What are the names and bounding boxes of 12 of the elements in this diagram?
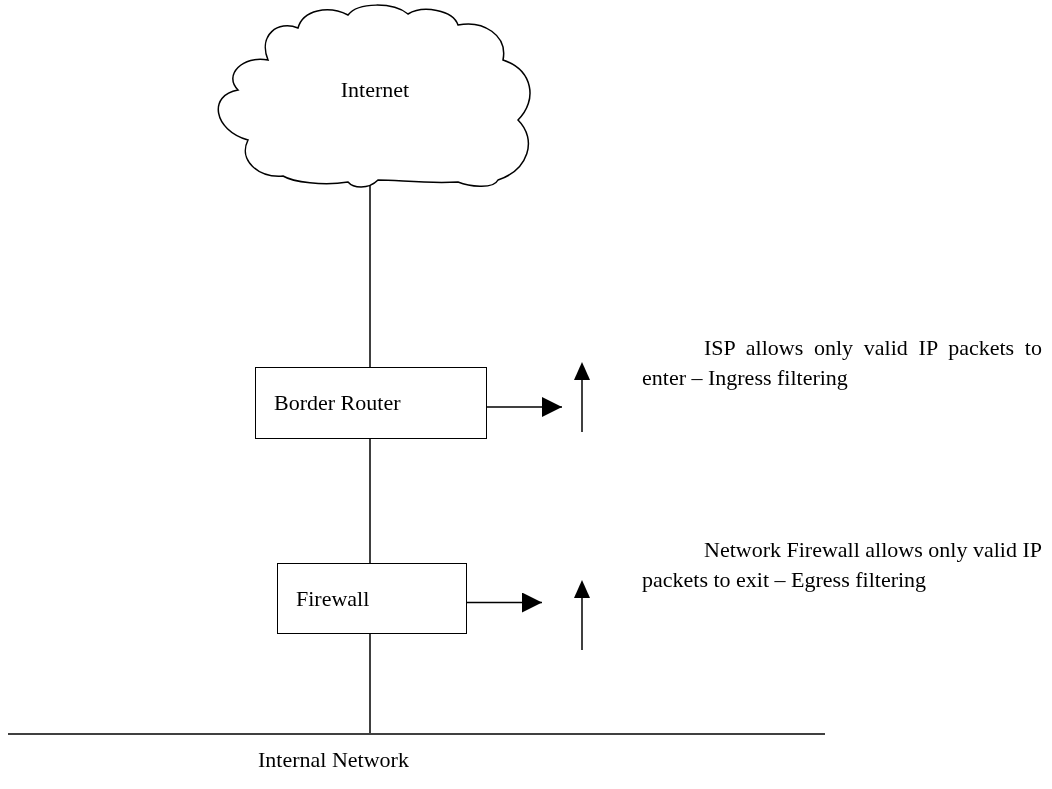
box-label: Firewall xyxy=(296,585,370,613)
cloud-label: Internet xyxy=(339,76,411,104)
device-box xyxy=(255,367,487,439)
filter-note: ISP allows only valid IP packets to enter – Ingress filtering xyxy=(642,334,1042,392)
arrow xyxy=(486,397,563,417)
connector-line xyxy=(369,633,371,734)
filter-note: Network Firewall allows only valid IP packets to exit – Egress filtering xyxy=(642,536,1042,594)
connector-line xyxy=(369,438,371,564)
arrow xyxy=(466,592,543,613)
box-label: Border Router xyxy=(274,389,401,417)
network-label: Internal Network xyxy=(258,746,409,774)
device-box xyxy=(277,563,467,634)
